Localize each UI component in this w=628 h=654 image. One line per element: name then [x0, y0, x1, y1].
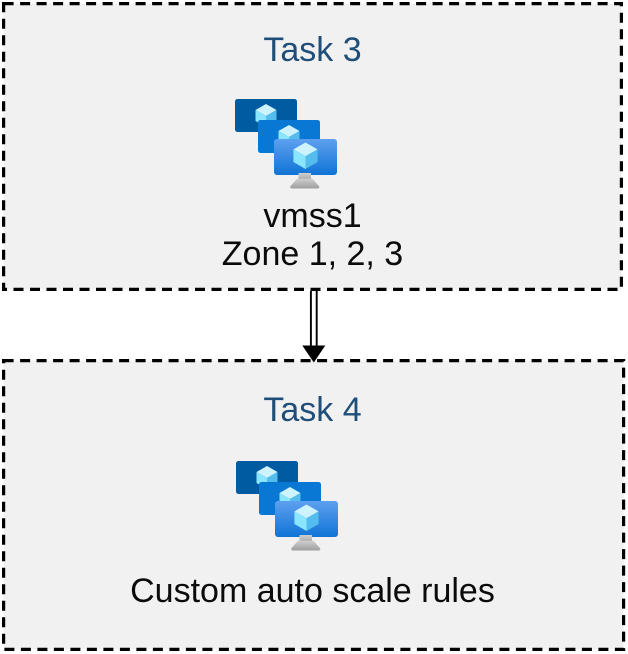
- vmss-name-label: vmss1: [263, 197, 362, 235]
- arrowhead-icon: [302, 345, 326, 363]
- autoscale-rules-label: Custom auto scale rules: [130, 572, 495, 610]
- task3-title: Task 3: [263, 31, 362, 69]
- vm-scale-sets-icon: [235, 99, 337, 190]
- zones-label: Zone 1, 2, 3: [221, 235, 404, 273]
- arrow-connector: [302, 291, 326, 363]
- vm-scale-sets-icon: [236, 461, 338, 552]
- task4-title: Task 4: [263, 391, 362, 429]
